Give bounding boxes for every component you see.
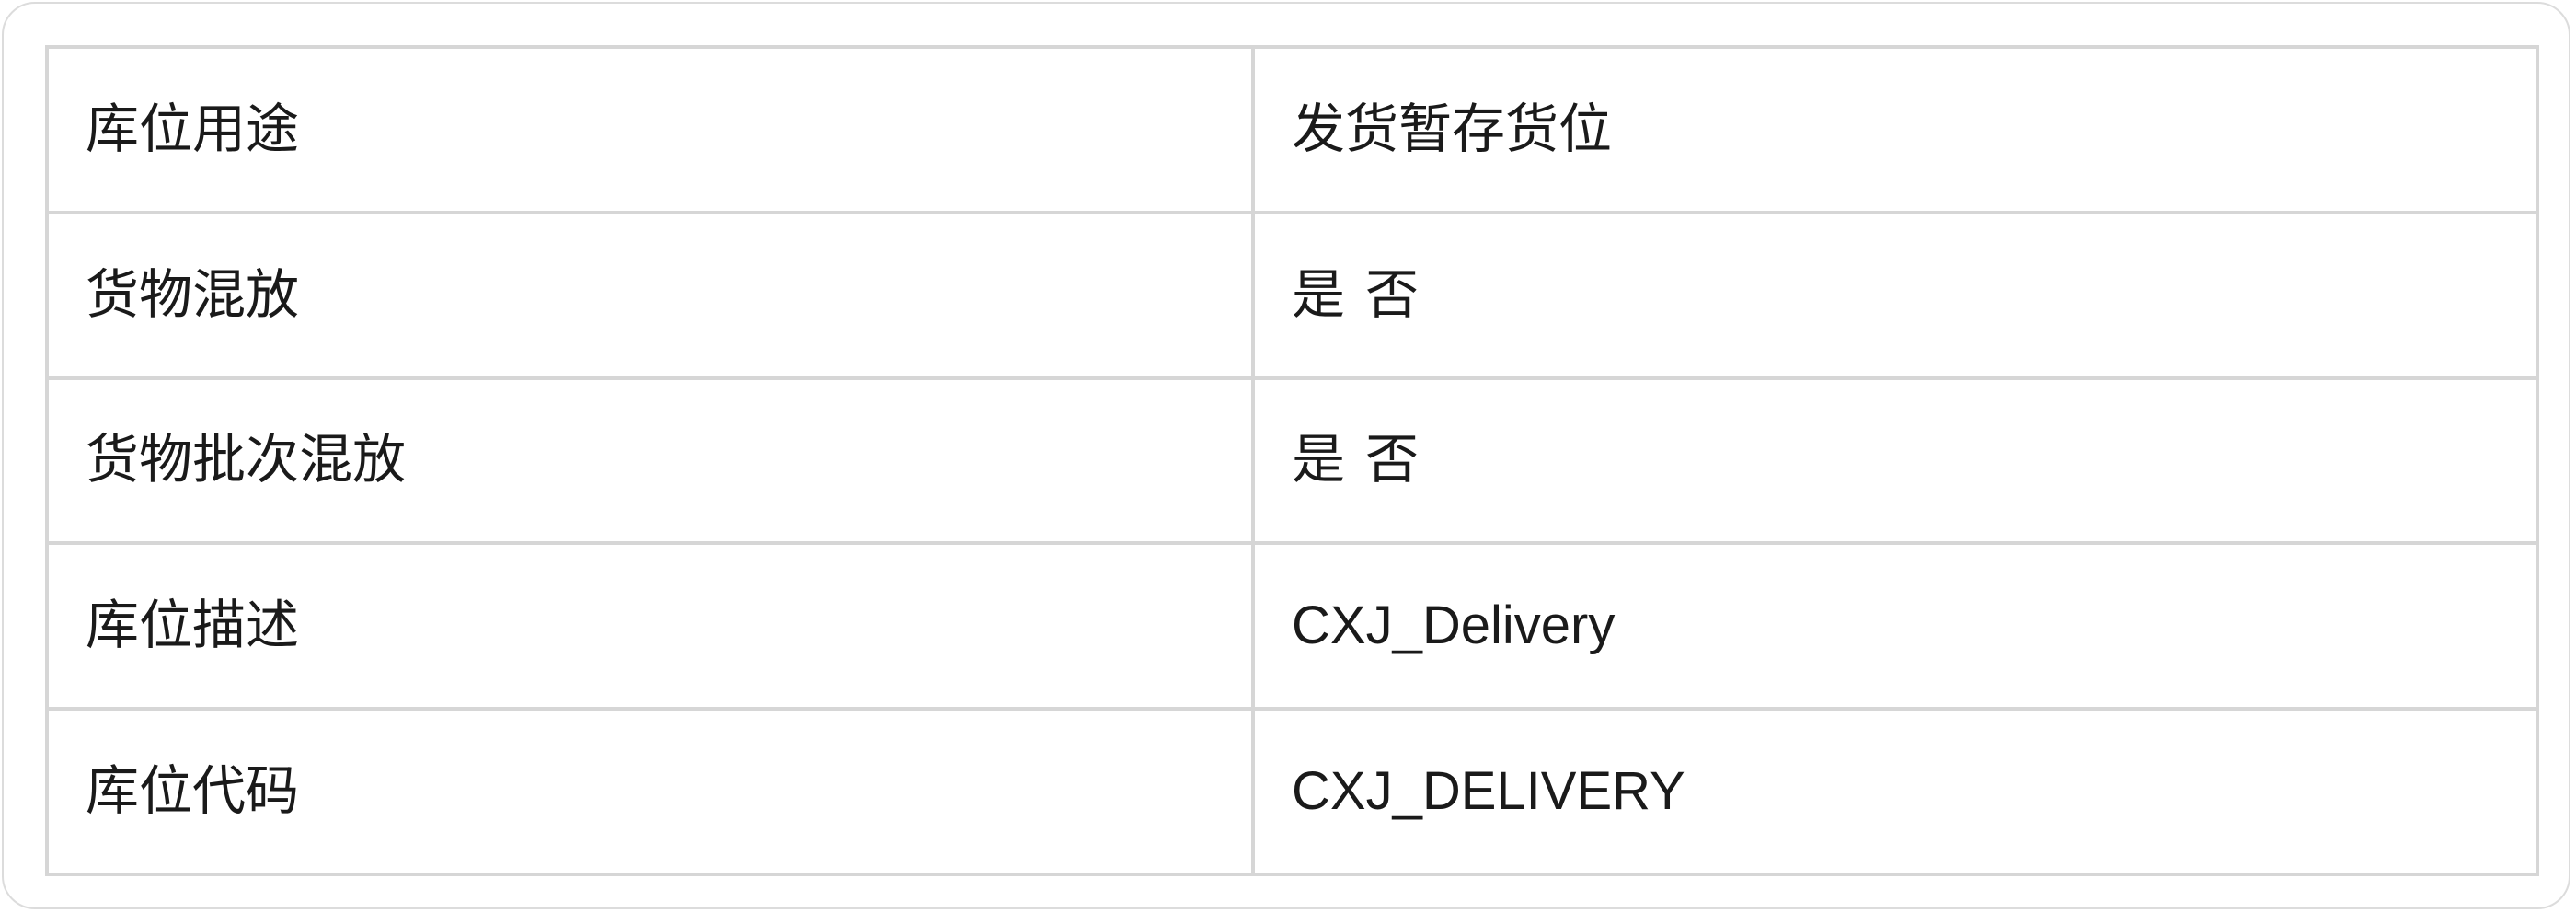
field-value-location-usage: 发货暂存货位 — [1251, 45, 2539, 214]
field-label-mixed-batches: 货物批次混放 — [45, 376, 1255, 546]
option-yes-mixed-batches[interactable]: 是 — [1292, 430, 1346, 491]
table-row: 货物批次混放 是否 — [45, 376, 2539, 546]
location-details-table: 库位用途 发货暂存货位 货物混放 是否 货物批次混放 是否 库位描述 CXJ_D… — [45, 45, 2539, 876]
field-label-location-code: 库位代码 — [45, 707, 1255, 876]
option-no-mixed-batches[interactable]: 否 — [1365, 430, 1420, 491]
field-label-location-usage: 库位用途 — [45, 45, 1255, 214]
field-value-mixed-goods: 是否 — [1251, 210, 2539, 380]
field-value-location-description: CXJ_Delivery — [1251, 541, 2539, 711]
field-label-location-description: 库位描述 — [45, 541, 1255, 711]
field-value-mixed-batches: 是否 — [1251, 376, 2539, 546]
table-row: 货物混放 是否 — [45, 210, 2539, 380]
table-row: 库位用途 发货暂存货位 — [45, 45, 2539, 214]
field-value-location-code: CXJ_DELIVERY — [1251, 707, 2539, 876]
field-label-mixed-goods: 货物混放 — [45, 210, 1255, 380]
table-row: 库位代码 CXJ_DELIVERY — [45, 707, 2539, 876]
option-yes-mixed-goods[interactable]: 是 — [1292, 264, 1346, 325]
table-row: 库位描述 CXJ_Delivery — [45, 541, 2539, 711]
option-no-mixed-goods[interactable]: 否 — [1365, 264, 1420, 325]
